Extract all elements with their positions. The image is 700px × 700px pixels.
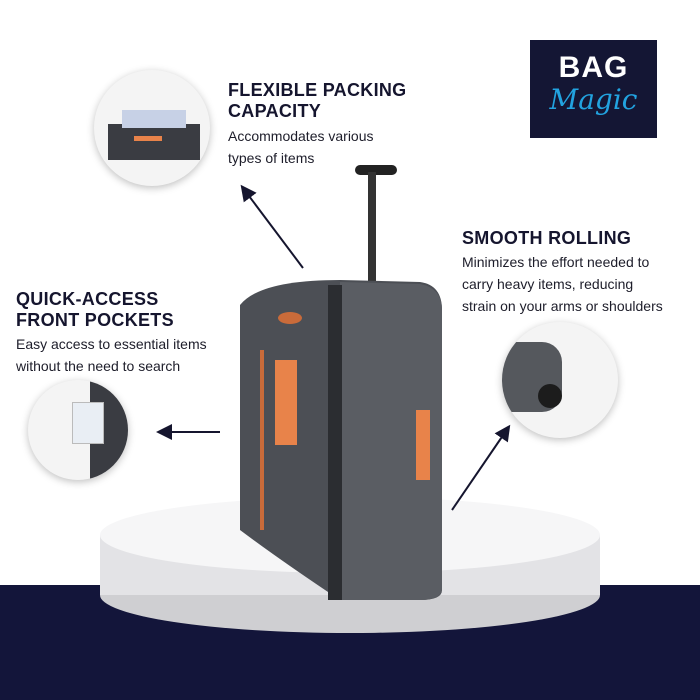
feature-title: SMOOTH ROLLING [462,228,632,248]
feature-rolling: SMOOTH ROLLING Minimizes the effort need… [462,228,663,317]
feature-desc: carry heavy items, reducing [462,276,634,292]
feature-pockets: QUICK-ACCESS FRONT POCKETS Easy access t… [16,289,207,377]
feature-desc: Minimizes the effort needed to [462,254,650,270]
front-pocket-photo [28,380,128,480]
feature-title: FLEXIBLE PACKING [228,80,407,100]
arrow-to-packing [240,184,304,269]
feature-title: FRONT POCKETS [16,310,174,330]
arrow-to-wheel [451,424,511,511]
feature-title: CAPACITY [228,101,322,121]
brand-logo: BAG Magic [530,40,657,138]
feature-desc: Accommodates various [228,128,374,144]
feature-desc: strain on your arms or shoulders [462,298,663,314]
wheel-photo [502,322,618,438]
logo-text-magic: Magic [549,83,638,116]
feature-title: QUICK-ACCESS [16,289,159,309]
logo-text-bag: BAG [558,51,629,84]
feature-packing: FLEXIBLE PACKING CAPACITY Accommodates v… [228,80,406,169]
feature-desc: without the need to search [16,358,181,374]
feature-desc: types of items [228,150,315,166]
feature-desc: Easy access to essential items [16,336,207,352]
suitcase-image [240,165,442,600]
packing-capacity-photo [94,70,210,186]
